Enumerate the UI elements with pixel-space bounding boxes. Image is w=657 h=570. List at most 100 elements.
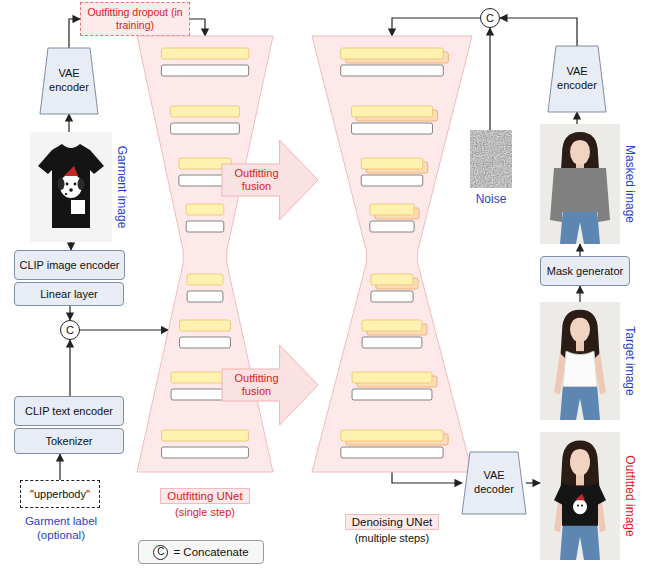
photo-ground (30, 132, 112, 242)
dropout-label: Outfitting dropout (in training) (84, 6, 186, 31)
tank-top (563, 351, 597, 386)
person-figure (540, 302, 620, 420)
garment-label-value: "upperbody" (30, 488, 90, 500)
feature-block (370, 204, 414, 215)
box-label: Tokenizer (45, 435, 92, 447)
outfitting-unet: Outfitting UNet(single step) (137, 36, 273, 472)
garment-label-box: "upperbody"Garment label (optional) (20, 480, 100, 508)
garment-photo (30, 132, 112, 242)
trap-label: VAE encoder (46, 67, 92, 95)
feature-block (352, 372, 432, 383)
trap-label: VAE encoder (554, 65, 600, 93)
t-shirt (554, 483, 606, 526)
clip-text-encoder: CLIP text encoder (14, 396, 124, 426)
caption-wrap: Garment label (optional) (1, 514, 121, 543)
unet-shape (312, 36, 472, 472)
dog-body (71, 200, 85, 214)
concat-symbol: C (66, 325, 74, 336)
dog-eye (577, 505, 579, 507)
dog-nose (69, 188, 73, 192)
mask-region (550, 168, 610, 222)
connector-arrow (579, 244, 580, 256)
garment-image: Garment image (30, 132, 112, 242)
connector-arrow (392, 18, 480, 36)
vae-decoder: VAE decoder (462, 452, 526, 514)
person-figure (540, 432, 620, 560)
unet-shape (137, 36, 273, 472)
photo-caption: Noise (450, 192, 532, 206)
dog-eye (581, 505, 583, 507)
linear-layer: Linear layer (14, 282, 124, 306)
connector-arrow (69, 19, 80, 48)
concat-symbol: C (486, 13, 494, 24)
unet-outline (312, 36, 472, 472)
feature-block (352, 106, 433, 117)
target-photo (540, 302, 620, 420)
connector-arrow (69, 306, 70, 320)
layer-block (352, 123, 433, 134)
dog-hat (575, 494, 585, 500)
unet-outline (137, 36, 273, 472)
connector-arrow (69, 340, 70, 396)
fusion-arrow: Outfitting fusion (222, 345, 318, 425)
feature-block (180, 320, 231, 331)
layer-block (341, 447, 443, 458)
layer-block (171, 123, 240, 134)
connector-arrow (68, 114, 69, 132)
layer-block (370, 221, 414, 232)
box-label: Mask generator (547, 265, 623, 277)
concat-op: C (60, 320, 80, 340)
image-label: Garment image (115, 146, 129, 229)
legend-symbol: C (153, 545, 168, 560)
fusion-text-wrap: Outfitting fusion (222, 140, 291, 220)
feature-block (162, 430, 249, 441)
layer-block (362, 337, 422, 348)
dog-eye (74, 183, 77, 186)
layer-block (352, 389, 432, 400)
layer-block (161, 65, 248, 76)
photo-caption: Target image (623, 326, 637, 395)
photo-caption: Masked image (623, 145, 637, 223)
fusion-arrow: Outfitting fusion (222, 140, 318, 220)
trapezoid-shape (462, 452, 526, 514)
photo-caption: Garment image (115, 146, 129, 229)
photo-caption: Outfitted image (623, 455, 637, 536)
trap-text-wrap: VAE decoder (462, 452, 526, 514)
layer-block (187, 291, 223, 302)
unet-name: Denoising UNet (345, 514, 440, 530)
noise-image (470, 130, 512, 188)
noise-image: Noise (470, 130, 512, 188)
feature-block (186, 204, 224, 215)
feature-block (161, 48, 248, 59)
connector-arrow (80, 329, 168, 330)
layer-block (341, 65, 444, 76)
connector-arrow (489, 28, 490, 130)
fusion-label: Outfitting fusion (222, 167, 291, 193)
outfitted-image: Outfitted image (540, 432, 620, 560)
connector-arrow (392, 472, 462, 483)
caption-text: Garment label (optional) (1, 514, 121, 543)
feature-block (171, 106, 240, 117)
t-shirt (38, 144, 104, 228)
box-label: Linear layer (40, 288, 97, 300)
mask-generator: Mask generator (540, 256, 630, 286)
layer-block (361, 175, 422, 186)
target-image: Target image (540, 302, 620, 420)
unet-caption: Outfitting UNet(single step) (107, 486, 303, 518)
image-label: Noise (450, 192, 532, 206)
dog-eye (66, 183, 69, 186)
connector-arrow (59, 454, 60, 480)
image-label: Outfitted image (623, 455, 637, 536)
layer-block (180, 337, 231, 348)
fusion-text-wrap: Outfitting fusion (222, 345, 291, 425)
person-figure (540, 124, 620, 244)
image-label: Target image (623, 326, 637, 395)
masked-image: Masked image (540, 124, 620, 244)
feature-block (341, 48, 444, 59)
image-label: Masked image (623, 145, 637, 223)
trapezoid-shape (548, 46, 606, 112)
feature-block (361, 158, 422, 169)
fusion-arrow-shape (222, 140, 318, 220)
